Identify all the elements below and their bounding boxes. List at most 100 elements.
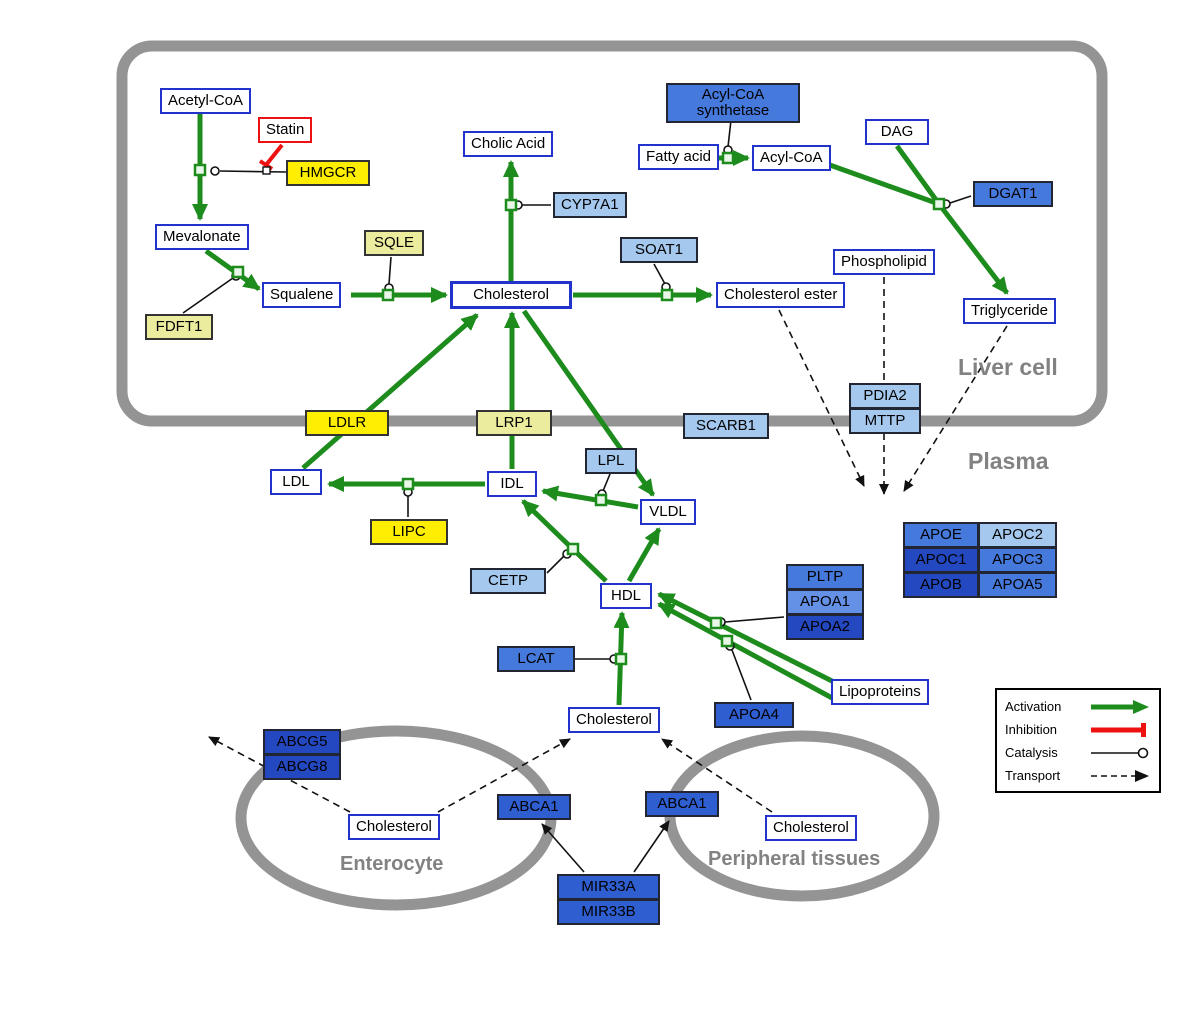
node-apoc2[interactable]: APOC2: [978, 522, 1057, 548]
node-lcat[interactable]: LCAT: [497, 646, 575, 672]
node-abca1-peripheral[interactable]: ABCA1: [645, 791, 719, 817]
regulation-mir33-abca1-left: [541, 823, 585, 873]
catalysis-soat1: [653, 263, 666, 285]
node-vldl[interactable]: VLDL: [640, 499, 696, 525]
edge-hdl-vldl: [626, 527, 662, 583]
transport-arrow-icon: [1091, 769, 1149, 782]
inhibition-statin-line: [264, 143, 284, 167]
reaction-node: [594, 493, 608, 507]
node-ldl[interactable]: LDL: [270, 469, 322, 495]
catalysis-sqle: [388, 256, 392, 285]
node-dgat1[interactable]: DGAT1: [973, 181, 1053, 207]
transport-peripheral-cholesterol: [661, 738, 773, 813]
catalysis-cetp: [546, 555, 565, 574]
catalysis-circle: [210, 166, 220, 176]
node-lpl[interactable]: LPL: [585, 448, 637, 474]
reaction-node: [401, 477, 415, 491]
node-cetp[interactable]: CETP: [470, 568, 546, 594]
node-pltp[interactable]: PLTP: [786, 564, 864, 590]
node-idl[interactable]: IDL: [487, 471, 537, 497]
catalysis-lpl: [602, 473, 611, 492]
reaction-node: [721, 151, 735, 165]
edge-acylcoa-dgatnode: [826, 161, 940, 207]
edge-vldl-idl: [541, 485, 639, 510]
legend-catalysis-label: Catalysis: [1005, 745, 1058, 760]
node-sqle[interactable]: SQLE: [364, 230, 424, 256]
liver-cell-label: Liver cell: [958, 354, 1058, 380]
catalysis-dgat1: [949, 195, 972, 204]
node-mir33b[interactable]: MIR33B: [557, 899, 660, 925]
legend-row-catalysis: Catalysis: [1005, 741, 1151, 764]
legend-activation-label: Activation: [1005, 699, 1062, 714]
inhibition-bar-icon: [1091, 722, 1146, 737]
transport-cholesterolester-plasma: [778, 309, 865, 487]
node-dag[interactable]: DAG: [865, 119, 929, 145]
node-scarb1[interactable]: SCARB1: [683, 413, 769, 439]
node-abcg5[interactable]: ABCG5: [263, 729, 341, 755]
legend-row-transport: Transport: [1005, 764, 1151, 787]
node-mevalonate[interactable]: Mevalonate: [155, 224, 249, 250]
reaction-node: [231, 265, 245, 279]
reaction-node: [614, 652, 628, 666]
node-ldlr[interactable]: LDLR: [305, 410, 389, 436]
reaction-node: [504, 198, 518, 212]
node-abcg8[interactable]: ABCG8: [263, 754, 341, 780]
node-cholesterol-ester[interactable]: Cholesterol ester: [716, 282, 846, 308]
node-apoa5[interactable]: APOA5: [978, 572, 1057, 598]
node-soat1[interactable]: SOAT1: [620, 237, 698, 263]
activation-arrow-icon: [1091, 699, 1149, 714]
node-hdl[interactable]: HDL: [600, 583, 652, 609]
node-lipc[interactable]: LIPC: [370, 519, 448, 545]
legend: Activation Inhibition Catalysis Transpor…: [995, 688, 1161, 793]
reaction-node: [566, 542, 580, 556]
node-abca1-enterocyte[interactable]: ABCA1: [497, 794, 571, 820]
node-mir33a[interactable]: MIR33A: [557, 874, 660, 900]
catalysis-hmgcr: [219, 170, 287, 173]
legend-row-activation: Activation: [1005, 695, 1151, 718]
node-cholic-acid[interactable]: Cholic Acid: [463, 131, 554, 157]
regulation-mir33-abca1-right: [633, 820, 670, 873]
node-pdia2[interactable]: PDIA2: [849, 383, 921, 409]
node-apoe[interactable]: APOE: [903, 522, 979, 548]
node-cholesterol-peripheral[interactable]: Cholesterol: [765, 815, 857, 841]
node-lrp1[interactable]: LRP1: [476, 410, 552, 436]
node-apoa2[interactable]: APOA2: [786, 614, 864, 640]
transport-enterocyte-efflux: [208, 736, 351, 813]
node-acetyl-coa[interactable]: Acetyl-CoA: [160, 88, 252, 114]
node-apoa1[interactable]: APOA1: [786, 589, 864, 615]
reaction-node: [932, 197, 946, 211]
edge-dag-dgatnode: [894, 144, 942, 206]
node-squalene[interactable]: Squalene: [262, 282, 342, 308]
enterocyte-label: Enterocyte: [340, 853, 444, 875]
reaction-node: [193, 163, 207, 177]
node-apoc1[interactable]: APOC1: [903, 547, 979, 573]
transport-enterocyte-cholesterol: [437, 738, 571, 813]
node-cholesterol-plasma[interactable]: Cholesterol: [568, 707, 660, 733]
transport-triglyceride-plasma: [903, 325, 1008, 492]
node-fdft1[interactable]: FDFT1: [145, 314, 213, 340]
liver-cell-membrane: [116, 40, 1108, 427]
reaction-node: [381, 288, 395, 302]
node-apoc3[interactable]: APOC3: [978, 547, 1057, 573]
node-statin[interactable]: Statin: [258, 117, 313, 143]
node-apob[interactable]: APOB: [903, 572, 979, 598]
legend-row-inhibition: Inhibition: [1005, 718, 1151, 741]
node-cholesterol-enterocyte[interactable]: Cholesterol: [348, 814, 440, 840]
node-hmgcr[interactable]: HMGCR: [286, 160, 370, 186]
node-triglyceride[interactable]: Triglyceride: [963, 298, 1056, 324]
catalysis-acylcoa-synthetase: [727, 119, 732, 148]
node-acyl-coa-synthetase[interactable]: Acyl-CoA synthetase: [666, 83, 800, 123]
node-cyp7a1[interactable]: CYP7A1: [553, 192, 627, 218]
node-mttp[interactable]: MTTP: [849, 408, 921, 434]
edge-ldl-cholesterol-ldlr: [301, 313, 479, 470]
edge-lipoproteins-hdl-lower: [657, 601, 836, 702]
node-fatty-acid[interactable]: Fatty acid: [638, 144, 720, 170]
node-acyl-coa[interactable]: Acyl-CoA: [752, 145, 831, 171]
node-lipoproteins[interactable]: Lipoproteins: [831, 679, 929, 705]
node-cholesterol-liver[interactable]: Cholesterol: [450, 281, 572, 309]
edge-dgatnode-triglyceride: [937, 202, 1009, 295]
node-phospholipid[interactable]: Phospholipid: [833, 249, 935, 275]
node-apoa4[interactable]: APOA4: [714, 702, 794, 728]
reaction-node: [709, 616, 723, 630]
